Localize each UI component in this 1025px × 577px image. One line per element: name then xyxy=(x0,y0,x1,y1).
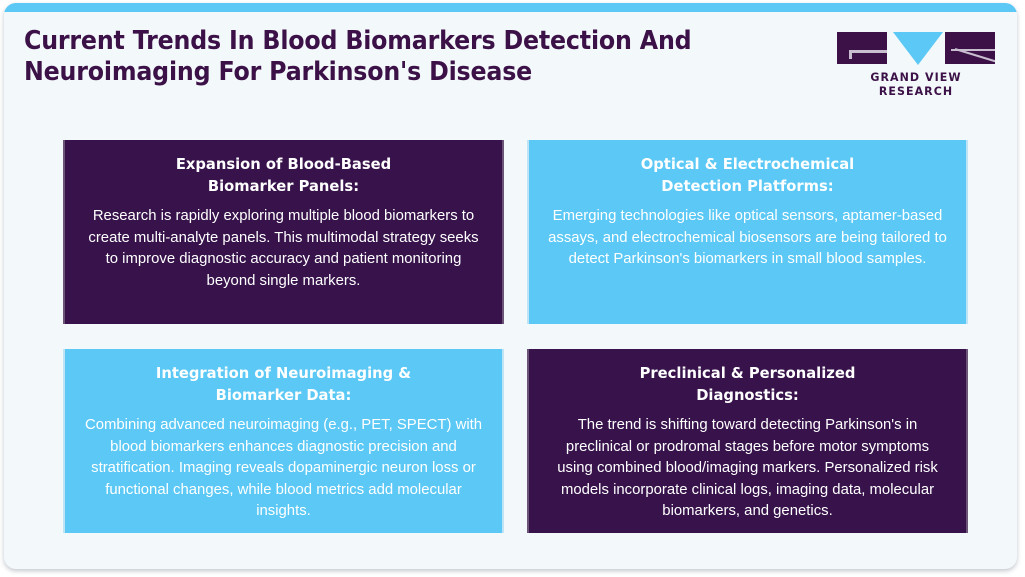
card-body: The trend is shifting toward detecting P… xyxy=(557,416,938,519)
card-body: Emerging technologies like optical senso… xyxy=(548,207,947,267)
logo-wordmark: GRAND VIEW RESEARCH xyxy=(870,70,962,98)
card-title: Preclinical & Personalized Diagnostics: xyxy=(639,364,856,404)
card-title: Integration of Neuroimaging & Biomarker … xyxy=(155,364,412,404)
logo-v-triangle-icon xyxy=(893,32,943,65)
infographic-page: Current Trends In Blood Biomarkers Detec… xyxy=(4,3,1017,569)
card-preclinical-personalized-diagnostics: Preclinical & Personalized Diagnostics: … xyxy=(527,349,968,533)
card-optical-electrochemical-detection-platforms: Optical & Electrochemical Detection Plat… xyxy=(527,140,968,324)
card-title: Optical & Electrochemical Detection Plat… xyxy=(640,155,855,195)
page-title: Current Trends In Blood Biomarkers Detec… xyxy=(24,26,692,87)
card-integration-neuroimaging-biomarker-data: Integration of Neuroimaging & Biomarker … xyxy=(63,349,504,533)
card-grid: Expansion of Blood-Based Biomarker Panel… xyxy=(63,140,968,533)
grand-view-research-logo: GRAND VIEW RESEARCH xyxy=(837,30,995,98)
card-expansion-blood-based-biomarker-panels: Expansion of Blood-Based Biomarker Panel… xyxy=(63,140,504,324)
logo-marks xyxy=(837,30,995,66)
card-title: Expansion of Blood-Based Biomarker Panel… xyxy=(175,155,392,195)
logo-g-icon xyxy=(837,32,887,64)
card-body: Research is rapidly exploring multiple b… xyxy=(88,207,479,289)
top-accent-bar xyxy=(4,3,1017,12)
logo-r-icon xyxy=(945,32,995,64)
card-body: Combining advanced neuroimaging (e.g., P… xyxy=(84,416,483,519)
page-header: Current Trends In Blood Biomarkers Detec… xyxy=(4,12,1017,104)
